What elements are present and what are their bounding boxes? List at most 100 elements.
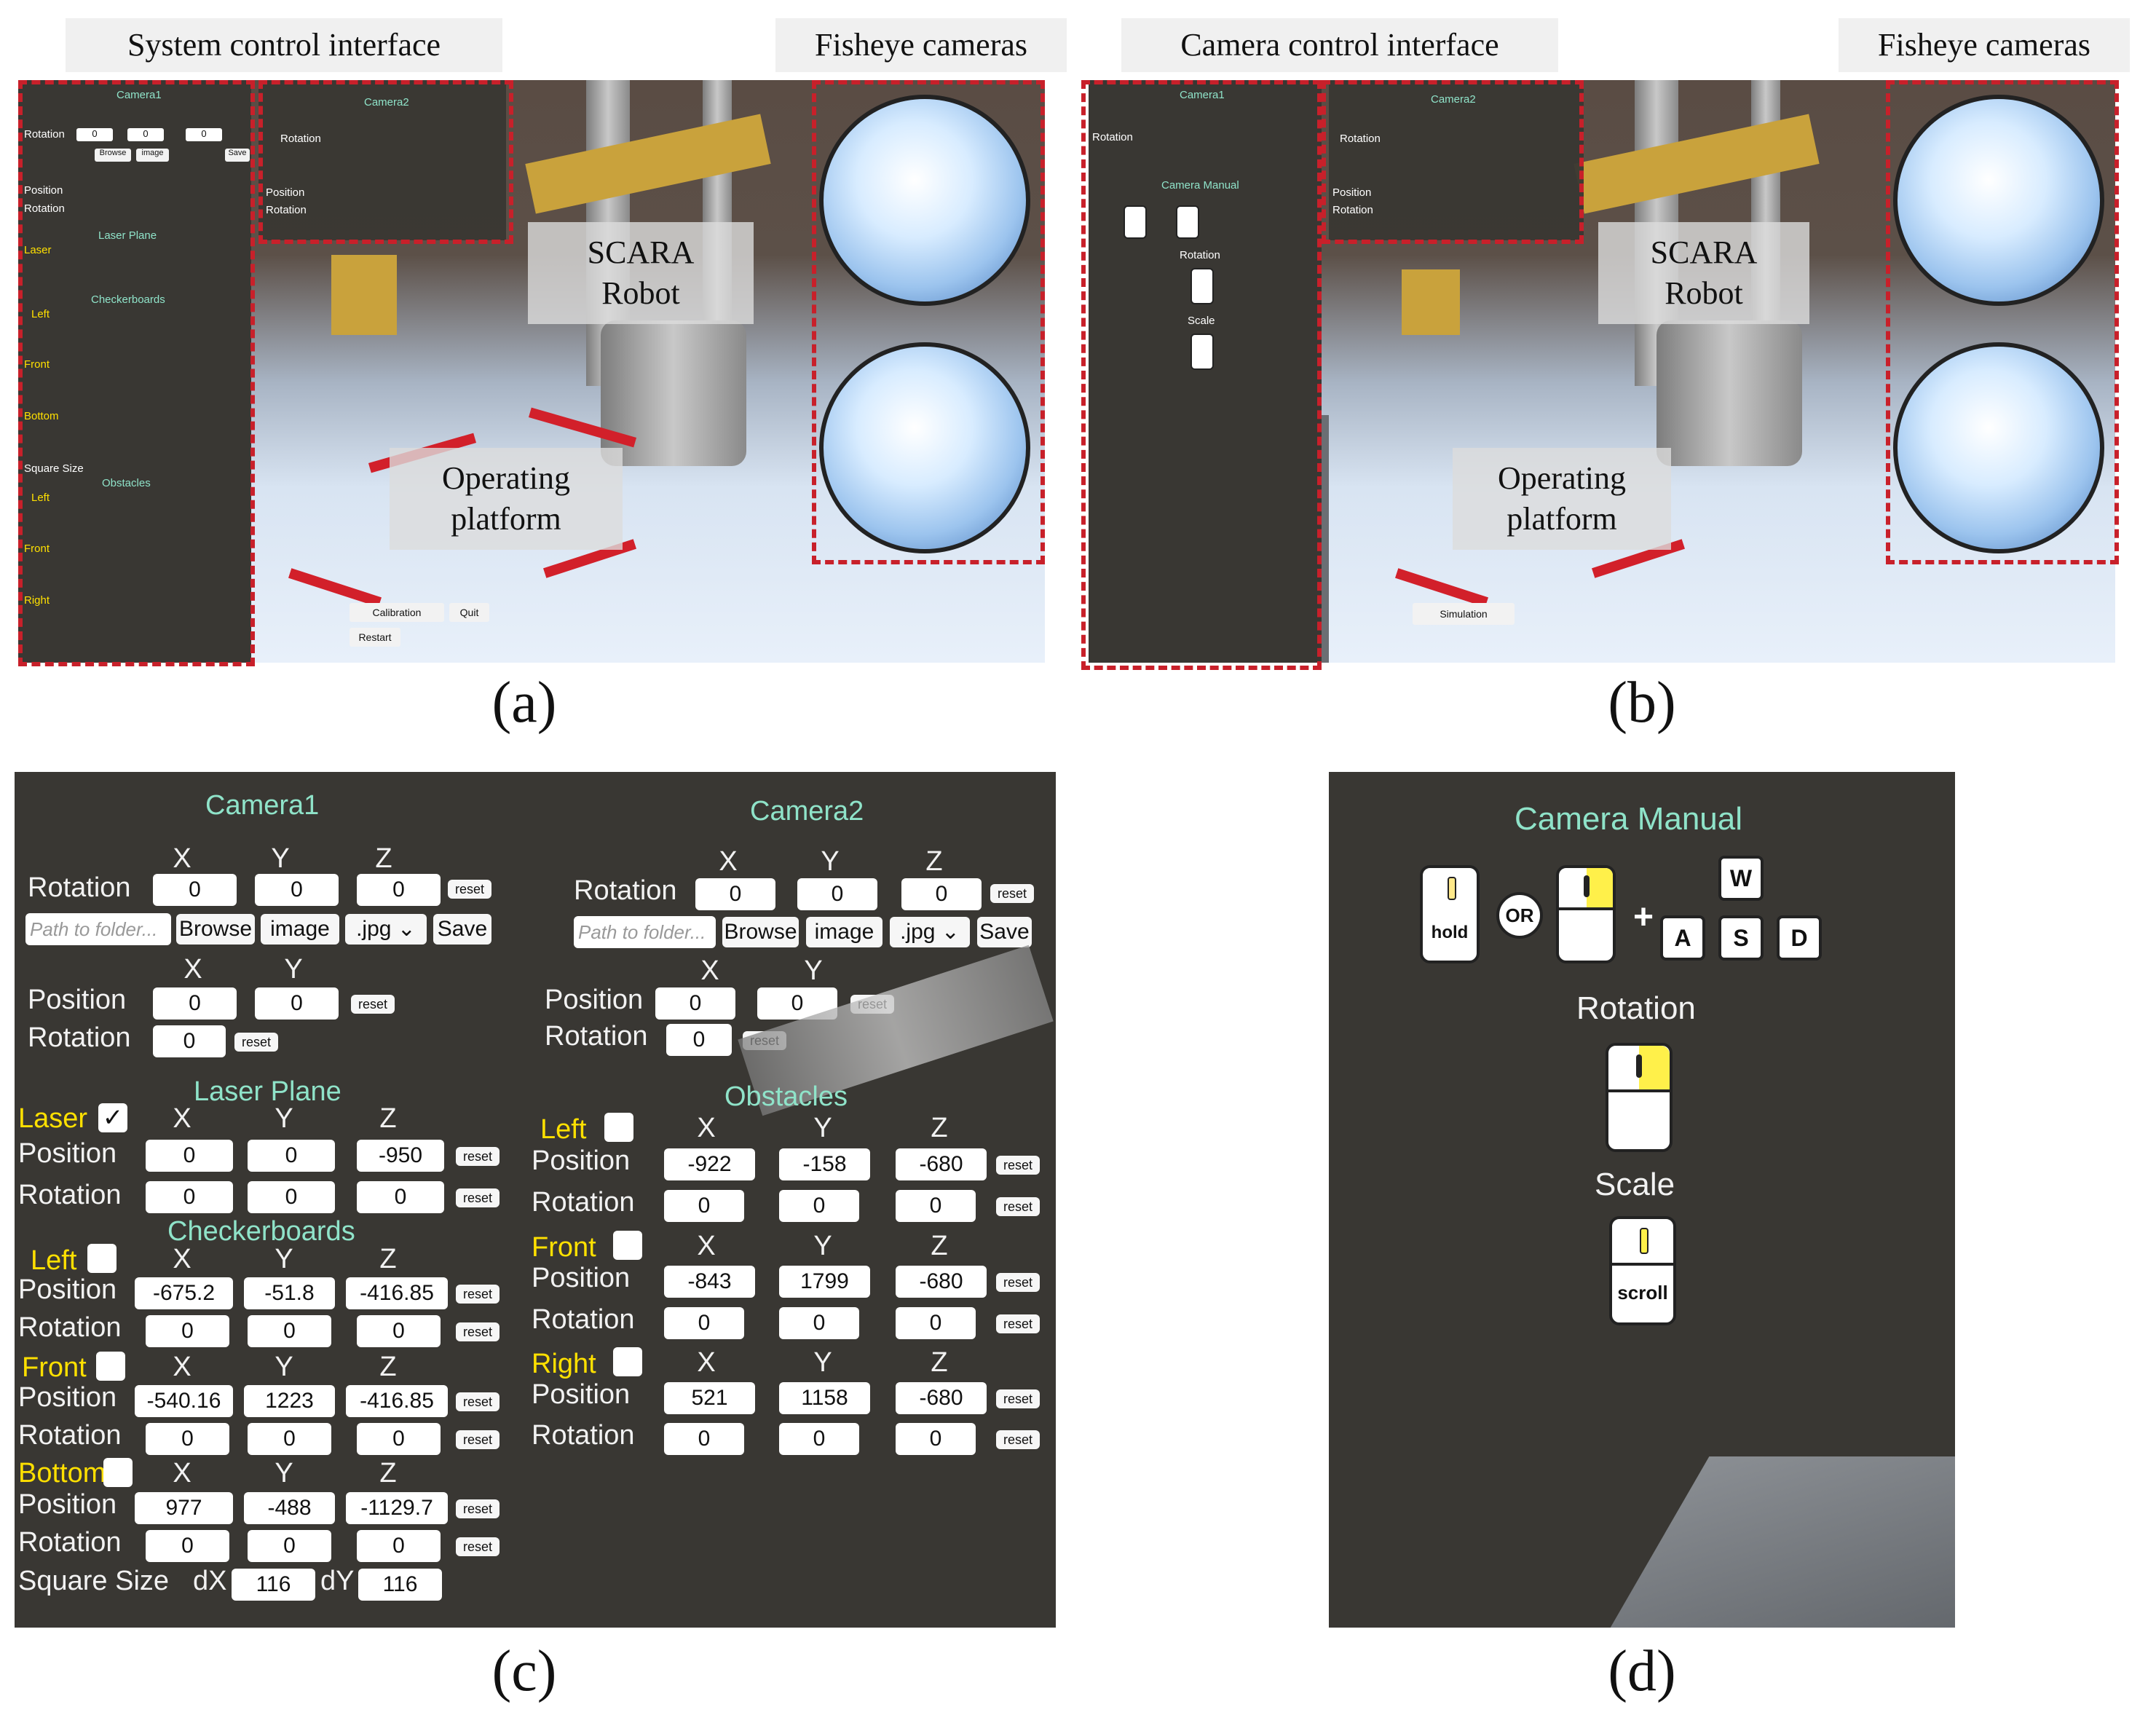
laser-rotation-reset[interactable]: reset [456,1188,499,1207]
cb-front-rotation-reset[interactable]: reset [456,1430,499,1449]
camera2-rotation-z[interactable]: 0 [901,878,982,910]
ob-front-position-y[interactable]: 1799 [779,1266,870,1298]
ob-left-rotation-y[interactable]: 0 [779,1190,859,1222]
camera1-rotation-z[interactable]: 0 [186,128,222,141]
cb-left-rotation-z[interactable]: 0 [357,1315,441,1347]
cb-bottom-checkbox[interactable] [103,1458,133,1487]
browse-button[interactable]: Browse [95,149,131,162]
camera1-rotation-x[interactable]: 0 [153,874,237,906]
camera1-format-select[interactable]: .jpg ⌄ [345,914,427,945]
camera1-rotation-y[interactable]: 0 [255,874,339,906]
laser-position-x[interactable]: 0 [146,1140,233,1172]
camera1-rotation2-reset[interactable]: reset [234,1033,278,1052]
camera2-rotation-x[interactable]: 0 [695,878,775,910]
cb-bottom-position-y[interactable]: -488 [244,1492,335,1524]
ob-front-rotation-z[interactable]: 0 [896,1307,976,1339]
ob-left-position-y[interactable]: -158 [779,1148,870,1180]
cb-left-rotation-reset[interactable]: reset [456,1322,499,1341]
ob-right-rotation-reset[interactable]: reset [996,1430,1040,1449]
ob-front-position-reset[interactable]: reset [996,1273,1040,1292]
ob-left-rotation-z[interactable]: 0 [896,1190,976,1222]
cb-front-position-z[interactable]: -416.85 [346,1385,448,1417]
cb-left-position-reset[interactable]: reset [456,1285,499,1304]
camera1-path-input[interactable]: Path to folder... [25,913,171,945]
camera2-format-select[interactable]: .jpg ⌄ [890,917,970,947]
ob-front-position-x[interactable]: -843 [664,1266,755,1298]
camera1-rotation-z[interactable]: 0 [357,874,441,906]
cb-left-rotation-y[interactable]: 0 [248,1315,331,1347]
cb-bottom-rotation-y[interactable]: 0 [248,1530,331,1562]
cb-left-checkbox[interactable] [87,1244,117,1273]
cb-front-position-reset[interactable]: reset [456,1392,499,1411]
ob-front-position-z[interactable]: -680 [896,1266,987,1298]
camera1-rotation-reset[interactable]: reset [448,880,491,899]
camera2-image-button[interactable]: image [806,917,882,947]
cb-left-position-z[interactable]: -416.85 [346,1277,448,1309]
ob-right-position-y[interactable]: 1158 [779,1382,870,1414]
ob-left-position-x[interactable]: -922 [664,1148,755,1180]
laser-position-y[interactable]: 0 [248,1140,335,1172]
cb-front-rotation-y[interactable]: 0 [248,1423,331,1455]
cb-front-checkbox[interactable] [96,1352,125,1381]
restart-button[interactable]: Restart [350,628,400,647]
save-button[interactable]: Save [225,149,250,162]
ob-front-rotation-reset[interactable]: reset [996,1314,1040,1333]
cb-bottom-position-reset[interactable]: reset [456,1499,499,1518]
ob-right-position-z[interactable]: -680 [896,1382,987,1414]
ob-left-rotation-x[interactable]: 0 [664,1190,744,1222]
camera2-path-input[interactable]: Path to folder... [574,916,716,948]
cb-left-rotation-x[interactable]: 0 [146,1315,229,1347]
camera1-save-button[interactable]: Save [433,914,491,945]
ob-right-rotation-z[interactable]: 0 [896,1423,976,1455]
cb-left-position-y[interactable]: -51.8 [244,1277,335,1309]
cb-bottom-rotation-z[interactable]: 0 [357,1530,441,1562]
calibration-button[interactable]: Calibration [350,603,444,622]
camera1-position-reset[interactable]: reset [351,995,395,1014]
ob-left-position-z[interactable]: -680 [896,1148,987,1180]
ob-front-rotation-y[interactable]: 0 [779,1307,859,1339]
laser-position-reset[interactable]: reset [456,1147,499,1166]
square-dx-input[interactable]: 116 [232,1569,315,1601]
ob-left-rotation-reset[interactable]: reset [996,1197,1040,1216]
camera1-rotation2-value[interactable]: 0 [153,1025,226,1057]
camera1-browse-button[interactable]: Browse [176,914,255,945]
laser-rotation-x[interactable]: 0 [146,1181,233,1213]
ob-left-position-reset[interactable]: reset [996,1156,1040,1175]
cb-bottom-position-z[interactable]: -1129.7 [346,1492,448,1524]
simulation-button[interactable]: Simulation [1413,603,1515,625]
camera2-rotation2-value[interactable]: 0 [666,1024,732,1056]
laser-rotation-z[interactable]: 0 [357,1181,444,1213]
ob-right-rotation-x[interactable]: 0 [664,1423,744,1455]
image-button[interactable]: image [136,149,169,162]
camera2-browse-button[interactable]: Browse [722,917,799,947]
cb-front-position-x[interactable]: -540.16 [135,1385,233,1417]
camera2-position-x[interactable]: 0 [655,987,735,1020]
camera2-rotation-reset[interactable]: reset [990,884,1034,903]
cb-left-position-x[interactable]: -675.2 [135,1277,233,1309]
ob-right-position-x[interactable]: 521 [664,1382,755,1414]
camera2-save-button[interactable]: Save [977,917,1032,947]
camera1-rotation-x[interactable]: 0 [76,128,113,141]
cb-bottom-rotation-reset[interactable]: reset [456,1537,499,1556]
ob-left-checkbox[interactable] [604,1113,633,1142]
camera1-position-y[interactable]: 0 [255,987,339,1020]
cb-bottom-rotation-x[interactable]: 0 [146,1530,229,1562]
laser-checkbox[interactable]: ✓ [98,1103,127,1132]
camera1-rotation-y[interactable]: 0 [127,128,164,141]
square-dy-input[interactable]: 116 [358,1569,442,1601]
ob-front-checkbox[interactable] [613,1231,642,1260]
ob-right-checkbox[interactable] [613,1347,642,1376]
cb-front-position-y[interactable]: 1223 [244,1385,335,1417]
camera1-image-button[interactable]: image [261,914,339,945]
cb-bottom-position-x[interactable]: 977 [135,1492,233,1524]
camera1-position-x[interactable]: 0 [153,987,237,1020]
laser-position-z[interactable]: -950 [357,1140,444,1172]
ob-right-position-reset[interactable]: reset [996,1389,1040,1408]
ob-front-rotation-x[interactable]: 0 [664,1307,744,1339]
quit-button[interactable]: Quit [449,603,489,622]
ob-right-rotation-y[interactable]: 0 [779,1423,859,1455]
laser-rotation-y[interactable]: 0 [248,1181,335,1213]
cb-front-rotation-z[interactable]: 0 [357,1423,441,1455]
cb-front-rotation-x[interactable]: 0 [146,1423,229,1455]
camera2-rotation-y[interactable]: 0 [797,878,877,910]
